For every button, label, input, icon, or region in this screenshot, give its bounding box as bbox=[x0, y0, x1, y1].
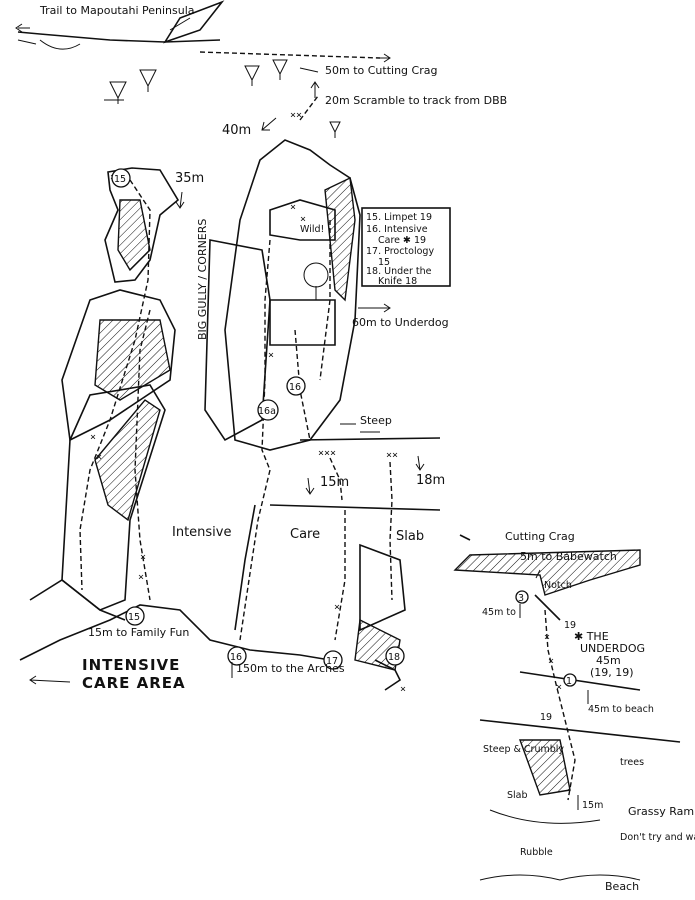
svg-text:×: × bbox=[300, 214, 306, 225]
svg-text:×: × bbox=[138, 572, 144, 583]
tree-icons bbox=[104, 59, 341, 138]
svg-text:15: 15 bbox=[378, 257, 390, 268]
tree-icon bbox=[303, 262, 329, 300]
svg-text:19: 19 bbox=[564, 620, 576, 631]
svg-text:15: 15 bbox=[128, 612, 140, 623]
svg-text:18. Under the: 18. Under the bbox=[366, 266, 432, 277]
svg-text:15: 15 bbox=[114, 174, 126, 185]
svg-text:Grassy Ramp: Grassy Ramp bbox=[628, 805, 695, 818]
svg-text:×: × bbox=[544, 632, 550, 643]
svg-text:×: × bbox=[96, 452, 102, 463]
svg-text:18: 18 bbox=[388, 652, 400, 663]
scramble-label: 20m Scramble to track from DBB bbox=[325, 94, 507, 107]
svg-text:×: × bbox=[140, 552, 146, 563]
cutting-crag-label: 50m to Cutting Crag bbox=[325, 64, 437, 77]
svg-text:Cutting Crag: Cutting Crag bbox=[505, 530, 575, 543]
route-legend: 15. Limpet 19 16. Intensive Care ✱ 19 17… bbox=[361, 207, 451, 287]
route-number-16a bbox=[257, 399, 279, 421]
svg-text:3: 3 bbox=[518, 593, 524, 604]
length-18m: 18m bbox=[416, 473, 445, 488]
arches-label: 150m to the Arches bbox=[236, 662, 345, 675]
route-number-17 bbox=[323, 650, 343, 670]
svg-text:×: × bbox=[548, 656, 554, 667]
svg-text:16a: 16a bbox=[258, 406, 276, 417]
svg-text:16: 16 bbox=[230, 652, 242, 663]
svg-text:17. Proctology: 17. Proctology bbox=[366, 246, 434, 257]
svg-text:45m to beach: 45m to beach bbox=[588, 704, 654, 715]
svg-text:×: × bbox=[290, 202, 296, 213]
route-number-15-bottom bbox=[125, 606, 145, 626]
svg-text:Slab: Slab bbox=[507, 790, 528, 801]
svg-text:45m to: 45m to bbox=[482, 607, 516, 618]
svg-text:17: 17 bbox=[326, 656, 338, 667]
left-pillar: ×× × × × × bbox=[29, 167, 180, 621]
family-fun-label: 15m to Family Fun bbox=[88, 626, 189, 639]
wall-label-intensive: Intensive bbox=[172, 525, 231, 540]
svg-text:15. Limpet 19: 15. Limpet 19 bbox=[366, 212, 432, 223]
central-buttress: × × × bbox=[204, 139, 361, 471]
svg-text:15m: 15m bbox=[582, 800, 603, 811]
trail-label: Trail to Mapoutahi Peninsula bbox=[39, 4, 195, 17]
area-title-line2: CARE AREA bbox=[82, 674, 186, 692]
svg-text:×: × bbox=[90, 432, 96, 443]
svg-text:UNDERDOG: UNDERDOG bbox=[580, 642, 645, 655]
length-40m: 40m bbox=[222, 123, 251, 138]
underdog-inset: Cutting Crag 5m to Babewatch Notch 3 45m… bbox=[453, 530, 695, 893]
svg-text:Notch: Notch bbox=[544, 580, 572, 591]
svg-text:×: × bbox=[556, 682, 562, 693]
length-35m: 35m bbox=[175, 171, 204, 186]
svg-text:××: ×× bbox=[290, 110, 302, 121]
svg-text:1: 1 bbox=[566, 676, 572, 687]
svg-text:45m: 45m bbox=[596, 654, 621, 667]
svg-text:✱ THE: ✱ THE bbox=[574, 630, 609, 643]
route-number-16-bottom bbox=[227, 646, 247, 666]
big-gully-label: BIG GULLY / CORNERS bbox=[196, 219, 209, 340]
svg-text:Rubble: Rubble bbox=[520, 847, 553, 858]
svg-text:×: × bbox=[400, 684, 406, 695]
svg-text:Care ✱ 19: Care ✱ 19 bbox=[378, 235, 426, 246]
wall-label-slab: Slab bbox=[396, 529, 424, 544]
svg-text:(19, 19): (19, 19) bbox=[590, 666, 634, 679]
svg-text:×××: ××× bbox=[318, 448, 336, 459]
svg-text:××: ×× bbox=[386, 450, 398, 461]
wall-label-care: Care bbox=[290, 527, 320, 542]
svg-text:16. Intensive: 16. Intensive bbox=[366, 224, 428, 235]
area-title-line1: INTENSIVE bbox=[82, 656, 180, 674]
wild-label: Wild! bbox=[300, 224, 324, 235]
svg-text:19: 19 bbox=[540, 712, 552, 723]
underdog-label: 60m to Underdog bbox=[352, 316, 449, 329]
trail-area: Trail to Mapoutahi Peninsula 50m to Cutt… bbox=[15, 0, 437, 77]
svg-text:Beach: Beach bbox=[605, 880, 639, 893]
trail-arrow-icon bbox=[15, 23, 30, 33]
route-number-18 bbox=[385, 646, 405, 666]
svg-text:×: × bbox=[334, 602, 340, 613]
svg-text:Knife 18: Knife 18 bbox=[378, 276, 417, 287]
length-15m: 15m bbox=[320, 475, 349, 490]
svg-text:trees: trees bbox=[620, 757, 644, 768]
svg-text:Don't try and walk off!: Don't try and walk off! bbox=[620, 832, 695, 843]
route-number-15-top bbox=[111, 168, 131, 188]
route-number-16-mid bbox=[286, 376, 306, 396]
steep-label: Steep bbox=[360, 414, 392, 427]
svg-text:Steep & Crumbly: Steep & Crumbly bbox=[483, 744, 564, 755]
svg-text:16: 16 bbox=[289, 382, 301, 393]
svg-text:×: × bbox=[268, 350, 274, 361]
